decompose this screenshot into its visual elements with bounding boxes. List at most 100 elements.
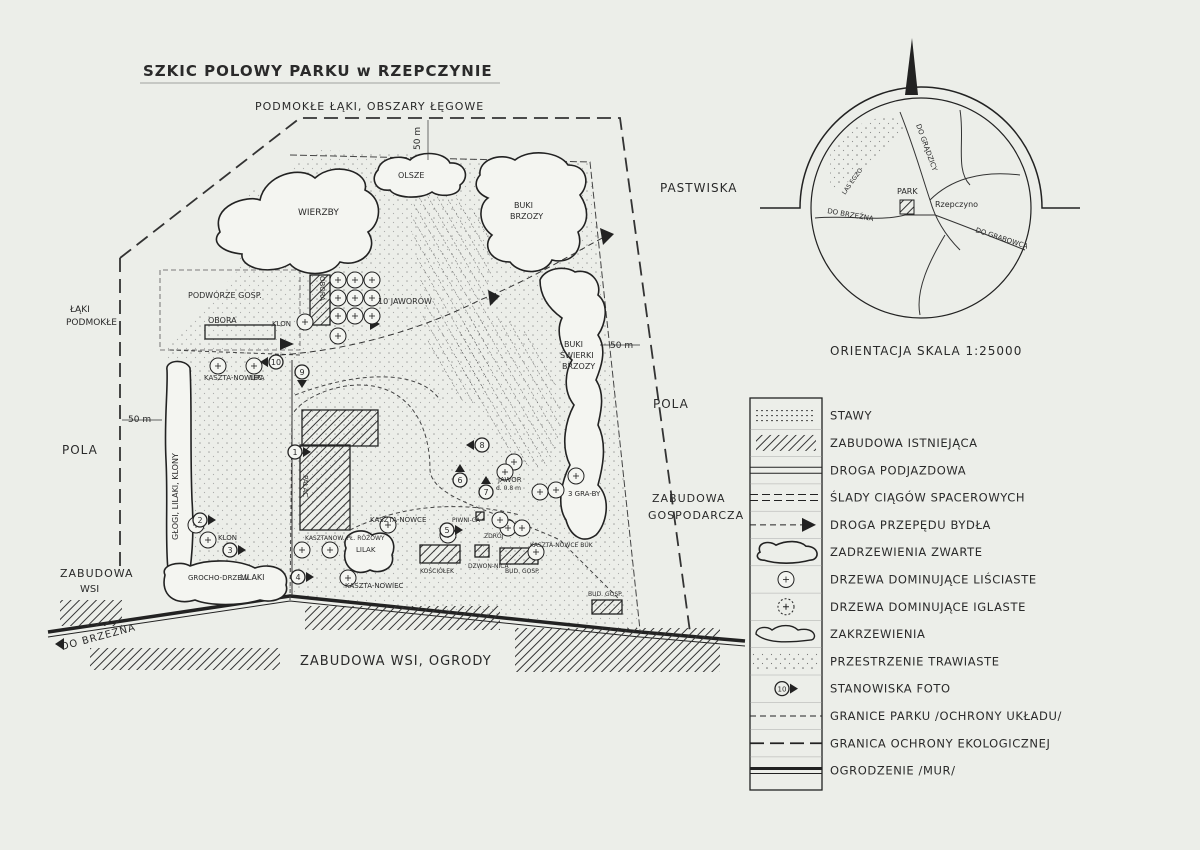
photo-station: 2	[192, 512, 216, 528]
legend-label: DRZEWA DOMINUJĄCE IGLASTE	[830, 600, 1026, 614]
label-lilacs: LILAKI	[240, 573, 265, 582]
park-boundary-yard	[159, 269, 301, 351]
photo-station-number: 9	[299, 368, 304, 377]
legend-row: GRANICA OCHRONY EKOLOGICZNEJ	[750, 736, 1050, 758]
legend-row: GRANICE PARKU /OCHRONY UKŁADU/	[750, 709, 1062, 730]
label-spruces: ŚWIERKI	[560, 349, 594, 360]
shrub-lilac	[343, 530, 395, 574]
chapel-building	[419, 544, 461, 564]
legend-label: DROGA PODJAZDOWA	[830, 463, 966, 477]
label-cowshed: OBORA	[208, 316, 237, 325]
photo-station: 6	[452, 464, 468, 488]
photo-arrow	[303, 447, 311, 457]
legend-row: DRZEWA DOMINUJĄCE LIŚCIASTE	[750, 570, 1036, 594]
label-chestnut-3: KASZTA-NOWIEC	[345, 582, 404, 590]
label-sycamores: 10 JAWORÓW	[378, 295, 432, 306]
photo-station: 9	[294, 364, 310, 388]
label-fields-west: POLA	[62, 443, 98, 457]
legend-symbol-arrow	[802, 517, 816, 532]
label-hawthorns: GŁOGI, LILAKI, KLONY	[171, 453, 180, 540]
legend-label: DROGA PRZEPĘDU BYDŁA	[830, 518, 991, 532]
photo-station-number: 8	[479, 441, 484, 450]
legend-label: GRANICE PARKU /OCHRONY UKŁADU/	[830, 709, 1062, 723]
photo-station-number: 3	[227, 546, 232, 555]
photo-arrow	[297, 380, 307, 388]
palace-wing	[299, 444, 351, 531]
label-farm-buildings: GOSPODARCZA	[648, 509, 744, 522]
village-building	[90, 648, 280, 670]
farm-building	[591, 599, 623, 615]
label-birches-2: BRZOZY	[562, 362, 595, 371]
photo-arrow	[238, 545, 246, 555]
legend-label: ZAKRZEWIENIA	[830, 627, 926, 641]
walkway-paths	[349, 506, 521, 531]
cattle-drive-route	[279, 234, 609, 356]
legend-row: STAWY	[750, 409, 872, 430]
photo-arrow	[260, 357, 268, 367]
tree-cluster-beeches-spruces	[539, 267, 607, 540]
maple-group	[329, 271, 381, 345]
label-linden: LIPA	[250, 374, 265, 382]
orientation-road	[899, 111, 961, 251]
label-farmyard: PODWÓRZE GOSP.	[188, 289, 262, 300]
photo-arrow	[481, 476, 491, 484]
orientation-grabowiec: DO GRABOWCA	[974, 226, 1029, 251]
legend-row: DROGA PRZEPĘDU BYDŁA	[750, 517, 991, 539]
north-arrow	[905, 38, 918, 95]
distance-left: 50 m	[128, 415, 151, 425]
legend-symbol-grass	[752, 653, 820, 670]
photo-station-number: 1	[292, 448, 297, 457]
orientation-circle	[810, 97, 1032, 319]
label-fields-east: POLA	[653, 397, 689, 411]
orientation-village-label: Rzepczyno	[935, 200, 978, 209]
orientation-forest	[830, 117, 905, 190]
legend-row: ZAKRZEWIENIA	[750, 624, 926, 648]
legend-row: OGRODZENIE /MUR/	[750, 764, 955, 778]
label-chestnut: KASZTA-NOWIEC	[204, 374, 263, 382]
village-building	[60, 600, 122, 626]
orientation-gradzica: DO GRĄDZICY	[914, 123, 939, 173]
label-wetlands: PODMOKŁE ŁĄKI, OBSZARY ŁĘGOWE	[255, 100, 484, 113]
label-sycamore: JAWOR	[497, 476, 522, 484]
label-sycamore-diameter: d. 0.8 m	[496, 485, 521, 492]
legend-label: ŚLADY CIĄGÓW SPACEROWYCH	[830, 490, 1025, 505]
label-pink-chestnut: KASZTANOW. PŁ. RÓŻOWY	[305, 535, 385, 542]
orientation-road	[918, 234, 946, 316]
tree-cluster-willows	[215, 168, 380, 275]
park-boundary	[289, 154, 641, 631]
label-maple: KLON	[272, 320, 291, 328]
label-maple-2: KLON	[218, 534, 237, 542]
legend-row: ZADRZEWIENIA ZWARTE	[750, 540, 982, 566]
orientation-frame	[760, 86, 1080, 209]
road-arrow	[55, 638, 64, 650]
orientation-park	[899, 199, 915, 215]
legend-frame	[749, 397, 823, 791]
legend-label: GRANICA OCHRONY EKOLOGICZNEJ	[830, 736, 1050, 750]
orientation-scale: ORIENTACJA SKALA 1:25000	[830, 344, 1022, 358]
photo-station: 5	[439, 522, 463, 538]
belfry-building	[474, 544, 490, 558]
label-beeches: BUKI	[514, 201, 533, 210]
photo-station-number: 6	[457, 476, 462, 485]
label-meadows: PODMOKŁE	[66, 318, 117, 328]
legend-row: ZABUDOWA ISTNIEJĄCA	[750, 434, 977, 457]
photo-arrow	[455, 525, 463, 535]
legend-label: STAWY	[830, 409, 872, 423]
label-beeches-2: BUKI	[564, 340, 583, 349]
label-locust: GROCHO-DRZEW	[188, 574, 249, 582]
label-farm-building: BUD. GOSP.	[505, 568, 540, 575]
label-chestnuts-beech: KASZTA-NOWCE BUK	[530, 542, 594, 549]
orientation-road	[929, 173, 1021, 201]
label-belfry: DZWON-NICA	[468, 563, 509, 570]
photo-station: 4	[290, 569, 314, 585]
label-hornbeams: 3 GRA-BY	[568, 490, 601, 498]
cattle-arrow	[600, 228, 614, 245]
label-barn: OBORA	[318, 276, 326, 301]
photo-arrow	[466, 440, 474, 450]
label-palace: PAŁAC	[301, 475, 309, 497]
walkway-paths	[289, 384, 621, 601]
legend-label: STANOWISKA FOTO	[830, 682, 951, 696]
